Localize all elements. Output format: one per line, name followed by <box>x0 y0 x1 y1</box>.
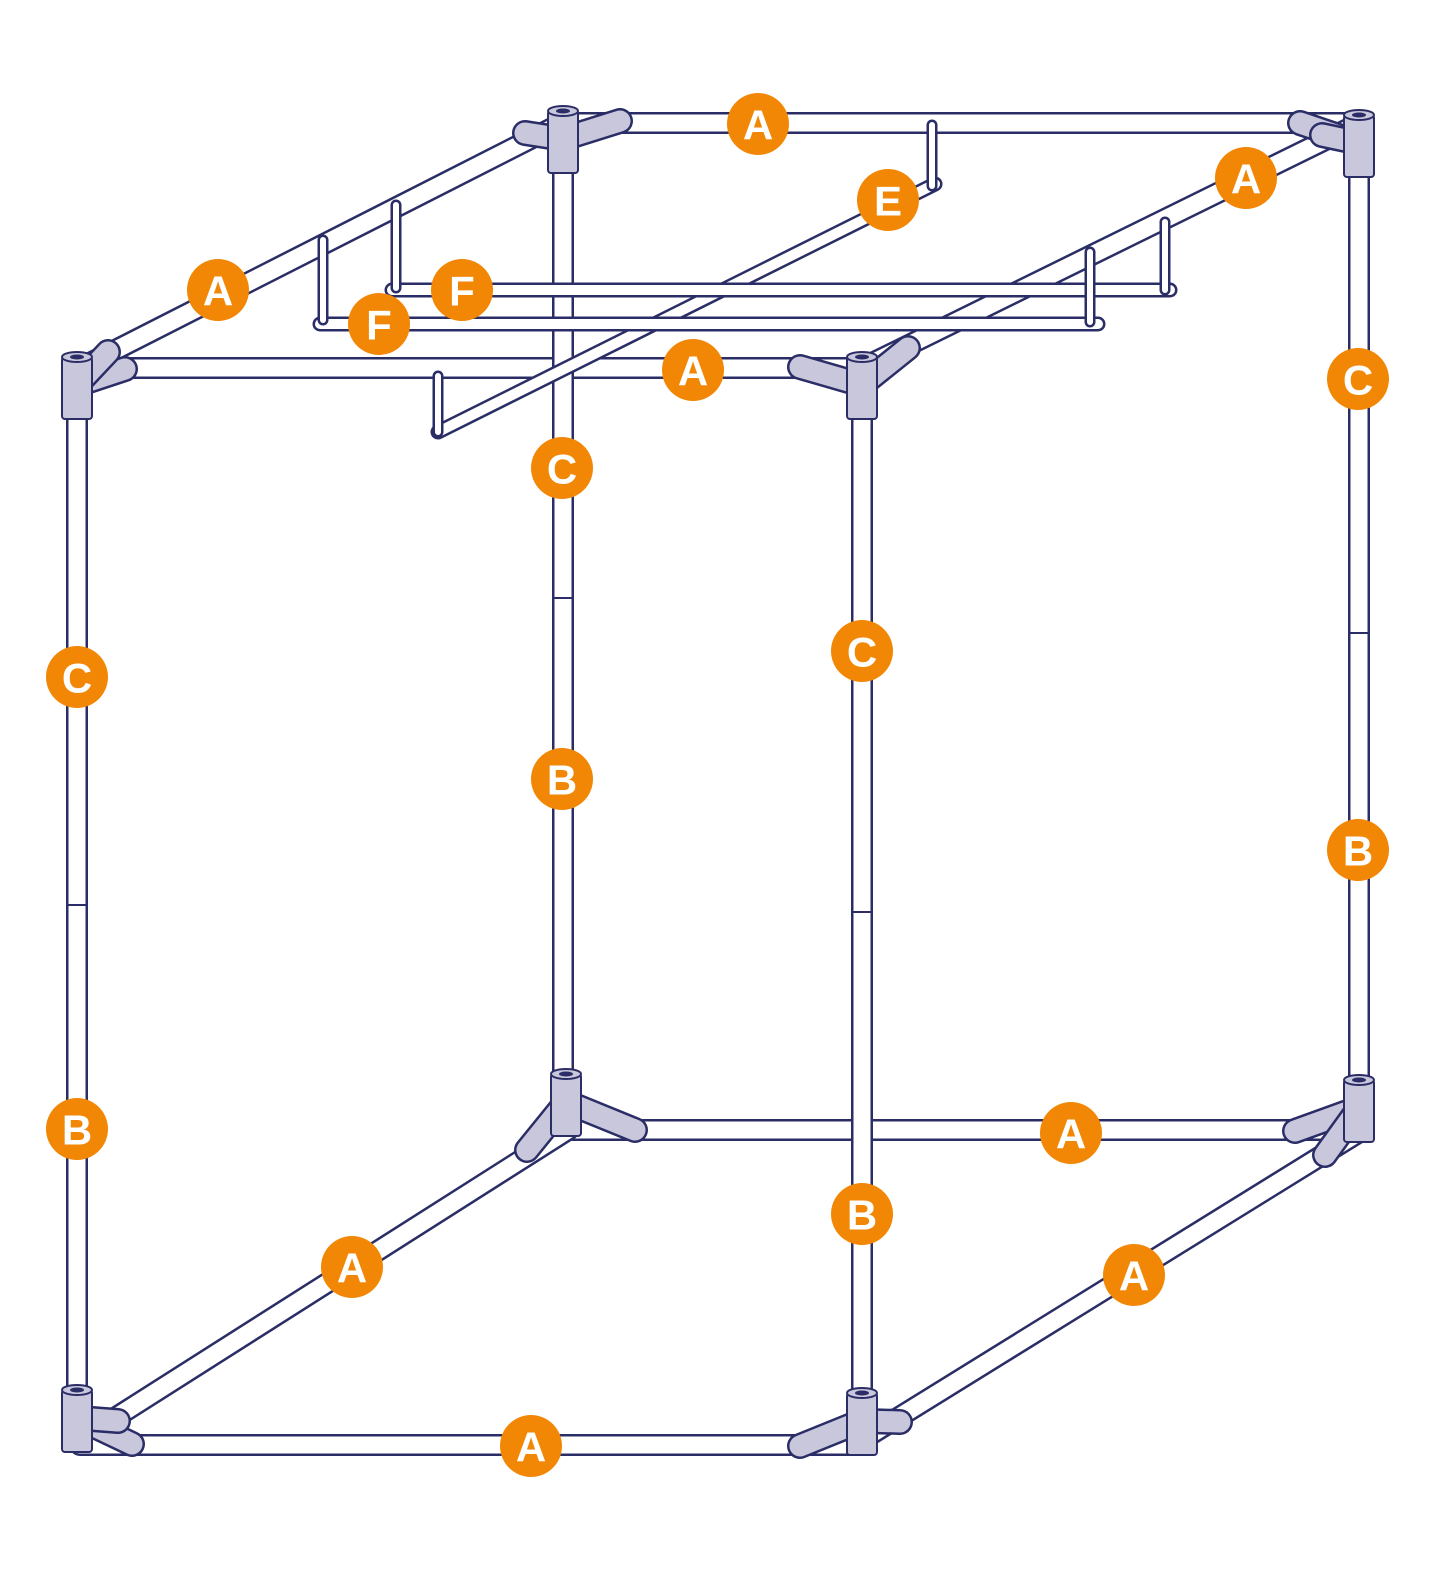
label-circle <box>831 620 893 682</box>
label-letter: A <box>1056 1111 1086 1158</box>
label-circle <box>46 646 108 708</box>
label-circle <box>1103 1244 1165 1306</box>
badge-top-right-side: A <box>1215 147 1277 209</box>
label-letter: A <box>743 102 773 149</box>
label-circle <box>431 259 493 321</box>
top-front-right-connector <box>787 335 921 420</box>
top-back-left-connector <box>512 105 633 174</box>
label-circle <box>500 1415 562 1477</box>
badge-bottom-back: A <box>1040 1102 1102 1164</box>
bottom-front-left-connector <box>61 1384 145 1457</box>
label-circle <box>662 339 724 401</box>
badge-front-left-lower: B <box>46 1098 108 1160</box>
label-letter: A <box>678 348 708 395</box>
badge-bottom-left-side: A <box>321 1236 383 1298</box>
label-letter: C <box>847 629 877 676</box>
label-circle <box>348 293 410 355</box>
badge-back-left-lower: B <box>531 748 593 810</box>
label-circle <box>531 437 593 499</box>
label-circle <box>1215 147 1277 209</box>
bottom-left-side-pole <box>69 1119 579 1451</box>
label-letter: B <box>547 757 577 804</box>
label-circle <box>831 1183 893 1245</box>
label-circle <box>1040 1102 1102 1164</box>
label-circle <box>46 1098 108 1160</box>
label-letter: C <box>547 446 577 493</box>
label-circle <box>321 1236 383 1298</box>
top-back-right-connector <box>1287 109 1375 178</box>
top-front-left-connector <box>61 339 138 420</box>
label-letter: A <box>203 268 233 315</box>
frame-poles <box>66 112 1371 1456</box>
pole-seams <box>66 597 1370 913</box>
label-letter: F <box>366 302 392 349</box>
bottom-back-right-connector <box>1282 1074 1375 1168</box>
crossbar-pole-e <box>430 176 943 440</box>
badge-top-back: A <box>727 93 789 155</box>
label-letter: B <box>847 1192 877 1239</box>
badge-back-right-upper: C <box>1327 348 1389 410</box>
bottom-front-right-connector <box>787 1387 913 1459</box>
label-letter: C <box>62 655 92 702</box>
corner-connectors <box>61 105 1375 1459</box>
label-letter: E <box>874 178 902 225</box>
label-circle <box>857 169 919 231</box>
label-letter: B <box>62 1107 92 1154</box>
badge-front-right-lower: B <box>831 1183 893 1245</box>
badge-front-right-upper: C <box>831 620 893 682</box>
part-labels: A A A A E F F C B C B C B C B A A A A <box>46 93 1389 1477</box>
label-letter: B <box>1343 828 1373 875</box>
badge-back-right-lower: B <box>1327 819 1389 881</box>
label-circle <box>187 259 249 321</box>
label-circle <box>1327 348 1389 410</box>
badge-top-left-side: A <box>187 259 249 321</box>
bottom-back-left-connector <box>514 1068 648 1163</box>
badge-bottom-front: A <box>500 1415 562 1477</box>
badge-top-front: A <box>662 339 724 401</box>
label-letter: A <box>1231 156 1261 203</box>
badge-hanging-bar-front: F <box>348 293 410 355</box>
label-letter: C <box>1343 357 1373 404</box>
label-circle <box>1327 819 1389 881</box>
badge-back-left-upper: C <box>531 437 593 499</box>
label-letter: F <box>449 268 475 315</box>
label-letter: A <box>516 1424 546 1471</box>
badge-bottom-right-side: A <box>1103 1244 1165 1306</box>
badge-hanging-bar-back: F <box>431 259 493 321</box>
label-letter: A <box>337 1245 367 1292</box>
label-circle <box>531 748 593 810</box>
badge-front-left-upper: C <box>46 646 108 708</box>
label-letter: A <box>1119 1253 1149 1300</box>
label-circle <box>727 93 789 155</box>
badge-crossbar: E <box>857 169 919 231</box>
